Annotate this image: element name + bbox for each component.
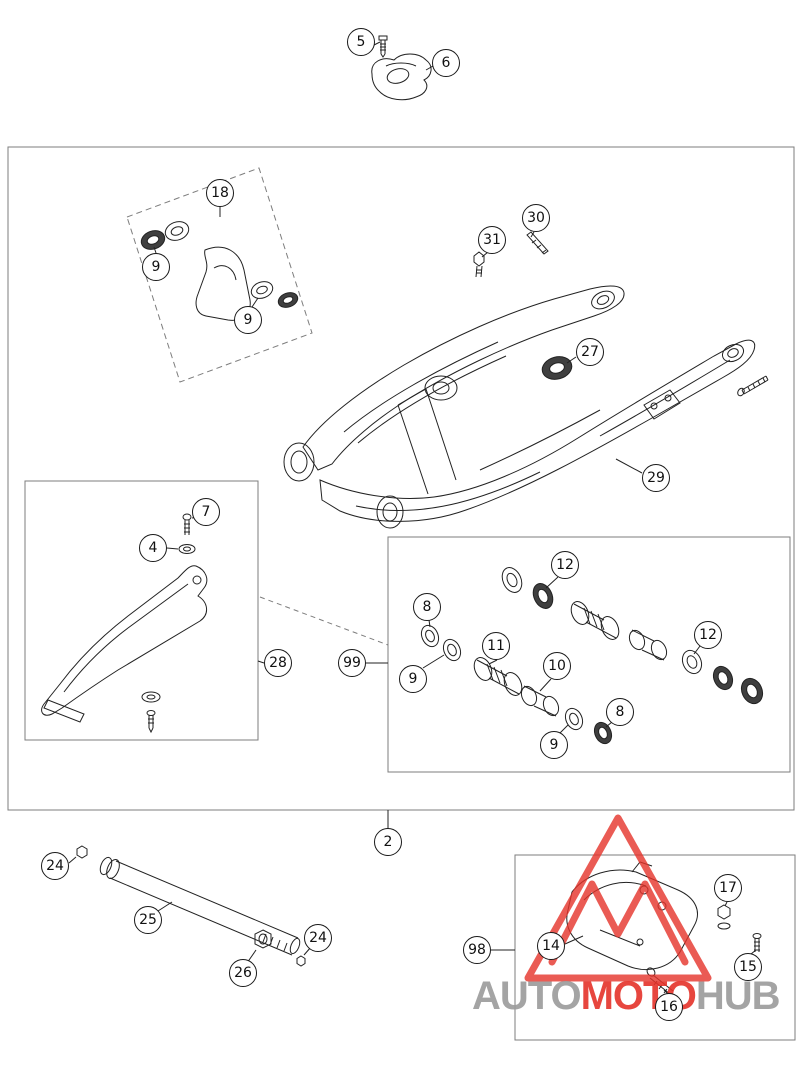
callout-leader-lines — [366, 662, 515, 951]
watermark-triangle — [524, 814, 712, 982]
bearing-kit-box — [387, 536, 791, 773]
chain-guide-box — [24, 480, 259, 741]
bearing-kit-drawing — [420, 567, 764, 745]
watermark-segment-1: MOTO — [580, 974, 697, 1018]
watermark-segment-2: HUB — [695, 974, 781, 1018]
frame-boxes — [7, 146, 796, 1041]
screws-30-31-drawing — [473, 231, 549, 278]
upper-bearing-dashed-box — [126, 167, 313, 383]
axle-drawing — [68, 845, 312, 967]
upper-bearing-set-drawing — [140, 207, 299, 321]
chain-guide-drawing — [41, 513, 265, 734]
swingarm-drawing — [283, 285, 769, 529]
top-guide-drawing — [371, 35, 434, 101]
main-frame-box — [7, 146, 795, 811]
watermark-segment-0: AUTO — [472, 974, 582, 1018]
rear-guard-box — [514, 854, 796, 1041]
watermark-brand-text: AUTOMOTOHUB — [472, 974, 798, 1019]
